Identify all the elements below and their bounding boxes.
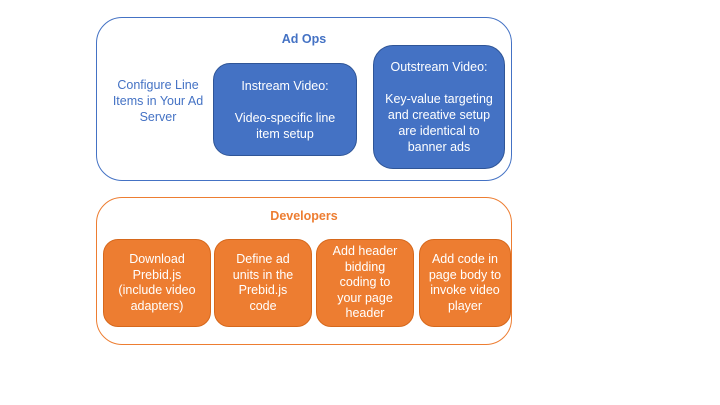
add-page-body-code-box: Add code in page body to invoke video pl… [419,239,511,327]
add-header-bidding-box-text: Add header bidding coding to your page h… [332,244,398,321]
configure-line-items-note: Configure Line Items in Your Ad Server [112,78,204,124]
ad-ops-group-title: Ad Ops [281,32,327,46]
download-prebid-box: Download Prebid.js (include video adapte… [103,239,211,327]
developers-group: Developers Download Prebid.js (include v… [96,197,512,345]
ad-ops-group: Ad Ops Configure Line Items in Your Ad S… [96,17,512,181]
define-ad-units-box-text: Define ad units in the Prebid.js code [232,252,294,313]
developers-group-title: Developers [270,209,338,223]
outstream-video-box-text: Outstream Video: Key-value targeting and… [385,60,493,154]
add-page-body-code-box-text: Add code in page body to invoke video pl… [428,252,502,313]
outstream-video-box: Outstream Video: Key-value targeting and… [373,45,505,169]
add-header-bidding-box: Add header bidding coding to your page h… [316,239,414,327]
download-prebid-box-text: Download Prebid.js (include video adapte… [118,252,196,313]
instream-video-box-text: Instream Video: Video-specific line item… [234,78,336,141]
define-ad-units-box: Define ad units in the Prebid.js code [214,239,312,327]
instream-video-box: Instream Video: Video-specific line item… [213,63,357,156]
